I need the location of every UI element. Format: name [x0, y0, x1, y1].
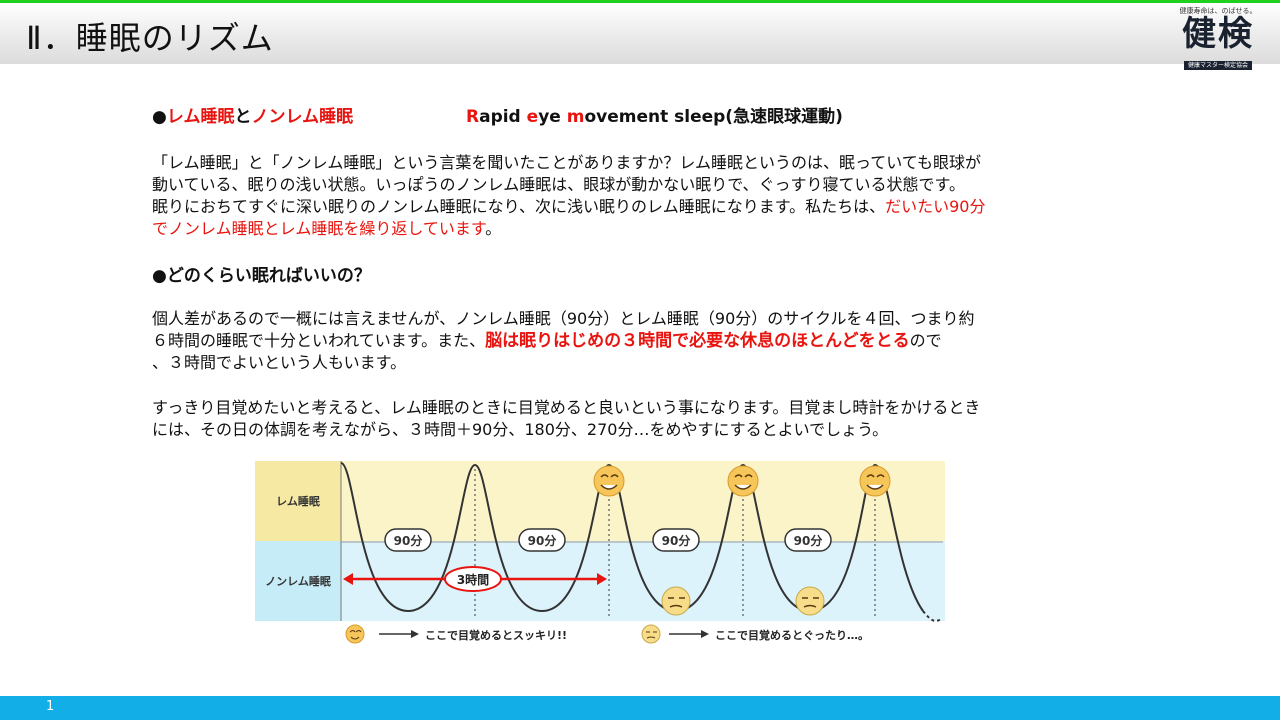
nonrem-label: ノンレム睡眠 — [265, 574, 331, 588]
nonrem-term: ノンレム睡眠 — [251, 107, 354, 127]
nonrem-label-box — [255, 541, 341, 621]
cycle-label-4: 90分 — [794, 533, 823, 548]
cycle-labels: 90分 90分 90分 90分 — [384, 528, 832, 552]
rem-english-definition: Rapid eye movement sleep(急速眼球運動) — [466, 107, 843, 127]
tired-face-icon — [661, 586, 691, 616]
happy-face-icon — [859, 465, 891, 497]
rem-label: レム睡眠 — [276, 494, 320, 508]
paragraph-sleep-duration: 個人差があるので一概には言えませんが、ノンレム睡眠（90分）とレム睡眠（90分）… — [152, 309, 975, 372]
connector-text: と — [234, 107, 252, 127]
rem-label-box — [255, 461, 341, 541]
kenken-logo: 健康寿命は、のばせる。 健検 健康マスター検定協会 — [1170, 7, 1266, 70]
paragraph-rem-explanation: 「レム睡眠」と「ノンレム睡眠」という言葉を聞いたことがありますか？レム睡眠という… — [152, 153, 986, 238]
sleep-cycle-diagram: レム睡眠 ノンレム睡眠 90分 90分 90分 90分 3時間 — [255, 461, 945, 644]
sleep-wave — [340, 462, 924, 613]
slide-title: Ⅱ．睡眠のリズム — [26, 19, 274, 57]
tired-face-icon — [795, 586, 825, 616]
slide-header: Ⅱ．睡眠のリズム 健康寿命は、のばせる。 健検 健康マスター検定協会 — [0, 0, 1280, 70]
legend-good-text: ここで目覚めるとスッキリ!! — [425, 628, 567, 642]
legend-bad-text: ここで目覚めるとぐったり…。 — [715, 628, 869, 642]
legend-good: ここで目覚めるとスッキリ!! — [345, 624, 567, 644]
cycle-label-1: 90分 — [394, 533, 423, 548]
section-sleep-duration-heading: ●どのくらい眠ればいいの？ — [152, 266, 371, 286]
cycle-label-2: 90分 — [528, 533, 557, 548]
happy-face-icon — [727, 465, 759, 497]
three-hours-label: 3時間 — [457, 572, 489, 587]
cycle-label-3: 90分 — [662, 533, 691, 548]
logo-text: 健検 — [1182, 14, 1254, 54]
rem-term: レム睡眠 — [166, 107, 235, 127]
bullet-icon: ● — [152, 266, 167, 286]
page-number: 1 — [46, 699, 55, 714]
bullet-icon: ● — [152, 107, 167, 127]
happy-face-icon — [593, 465, 625, 497]
legend-bad: ここで目覚めるとぐったり…。 — [641, 624, 869, 644]
logo-subtitle: 健康マスター検定協会 — [1183, 61, 1252, 70]
logo-tagline: 健康寿命は、のばせる。 — [1179, 7, 1257, 15]
slide-footer: 1 — [0, 696, 1280, 720]
section-rem-heading: ●レム睡眠とノンレム睡眠 — [152, 102, 353, 127]
paragraph-wake-timing: すっきり目覚めたいと考えると、レム睡眠のときに目覚めると良いという事になります。… — [152, 398, 981, 439]
